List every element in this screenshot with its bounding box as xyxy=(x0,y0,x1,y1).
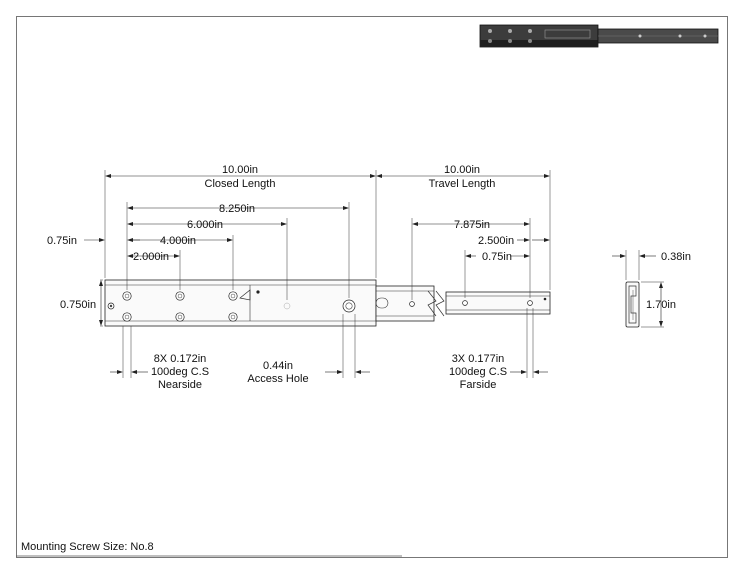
closed-length-label: Closed Length xyxy=(205,178,276,190)
dim-6000: 6.000in xyxy=(187,219,223,231)
travel-length-value: 10.00in xyxy=(444,164,480,176)
slide-front-view xyxy=(104,279,551,327)
dimension-lines xyxy=(84,174,663,374)
closed-length-value: 10.00in xyxy=(222,164,258,176)
iso-thumbnail xyxy=(479,24,719,48)
nearside-countersink: 100deg C.S xyxy=(151,366,209,378)
nearside-label: Nearside xyxy=(158,379,202,391)
dim-2500: 2.500in xyxy=(478,235,514,247)
dim-170: 1.70in xyxy=(646,299,676,311)
dim-0750-height: 0.750in xyxy=(60,299,96,311)
access-hole-label: Access Hole xyxy=(247,373,308,385)
farside-countersink: 100deg C.S xyxy=(449,366,507,378)
nearside-hole-spec: 8X 0.172in xyxy=(154,353,207,365)
dim-038: 0.38in xyxy=(661,251,691,263)
farside-hole-spec: 3X 0.177in xyxy=(452,353,505,365)
dim-8250: 8.250in xyxy=(219,203,255,215)
access-hole-size: 0.44in xyxy=(263,360,293,372)
dim-7875: 7.875in xyxy=(454,219,490,231)
dim-075-left: 0.75in xyxy=(47,235,77,247)
dim-2000: 2.000in xyxy=(133,251,169,263)
travel-length-label: Travel Length xyxy=(429,178,496,190)
farside-label: Farside xyxy=(460,379,497,391)
mounting-screw-note: Mounting Screw Size: No.8 xyxy=(21,541,154,553)
dim-4000: 4.000in xyxy=(160,235,196,247)
sheet-border xyxy=(16,16,728,558)
slide-end-view xyxy=(625,281,640,328)
dim-075-right: 0.75in xyxy=(482,251,512,263)
extension-lines xyxy=(100,170,664,378)
